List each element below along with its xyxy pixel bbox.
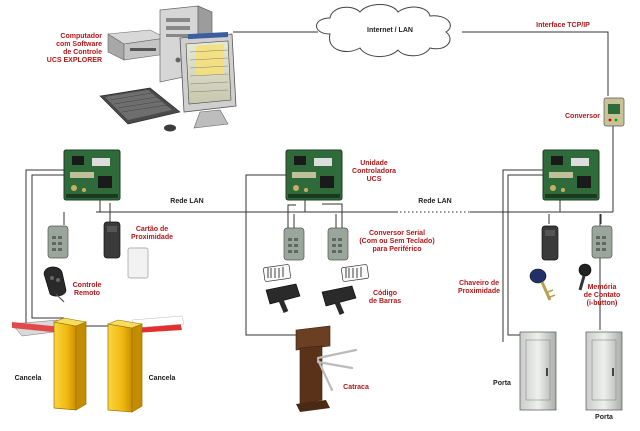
barcode-scanner-1-icon: [263, 264, 301, 313]
keypad-reader-right: [591, 225, 613, 259]
computer-group: [99, 5, 237, 132]
label-interface: Interface TCP/IP: [536, 22, 590, 29]
proximity-reader-right: [541, 225, 559, 261]
label-lan-left: Rede LAN: [170, 198, 204, 205]
label-controller-unit: Unidade Controladora UCS: [352, 160, 396, 183]
label-door-left: Porta: [493, 380, 511, 387]
proximity-card-icon: [127, 247, 149, 279]
door-left-icon: [519, 331, 557, 411]
label-proximity-card: Cartão de Proximidade: [130, 226, 173, 241]
door-right-icon: [585, 331, 623, 411]
proximity-keyfob-icon: [529, 268, 556, 301]
barrier-gate-left-icon: [11, 317, 88, 411]
monitor-icon: [179, 32, 237, 129]
label-lan-right: Rede LAN: [418, 198, 452, 205]
barcode-scanner-2-icon: [321, 264, 369, 315]
label-computer: Computador com Software de Controle UCS …: [46, 33, 102, 64]
keypad-reader-middle-2: [327, 227, 349, 261]
label-internet: Internet / LAN: [367, 27, 413, 34]
label-remote: Controle Remoto: [72, 282, 102, 297]
controller-board-right: [542, 149, 600, 201]
keypad-reader-middle-1: [283, 227, 305, 261]
label-gate-left: Cancela: [14, 375, 42, 382]
remote-control-icon: [43, 266, 67, 303]
label-door-right: Porta: [595, 414, 613, 421]
keypad-reader-left: [47, 225, 69, 259]
label-serial-converter: Conversor Serial (Com ou Sem Teclado) pa…: [359, 230, 435, 253]
label-barcode: Código de Barras: [368, 290, 402, 305]
barrier-gate-right-icon: [106, 315, 185, 413]
label-gate-right: Cancela: [148, 375, 176, 382]
ibutton-icon: [578, 263, 592, 291]
converter-device-icon: [603, 97, 625, 127]
label-turnstile: Catraca: [343, 384, 369, 391]
turnstile-icon: [295, 325, 358, 412]
controller-board-middle: [285, 149, 343, 201]
label-contact-memory: Memória de Contato (i-button): [583, 284, 621, 307]
internet-cloud-icon: [316, 4, 451, 57]
keyboard-icon: [99, 87, 181, 132]
proximity-reader-left: [103, 221, 121, 259]
label-proximity-keyfob: Chaveiro de Proximidade: [457, 280, 500, 295]
controller-board-left: [63, 149, 121, 201]
label-converter: Conversor: [564, 113, 600, 120]
printer-icon: [107, 29, 167, 61]
